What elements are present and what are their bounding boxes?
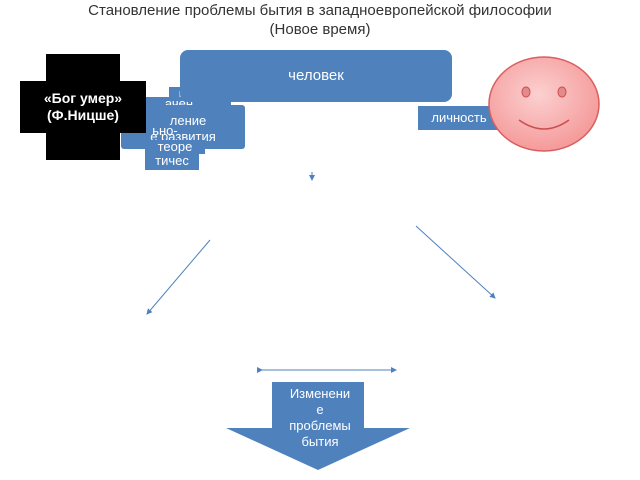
- change-line-4: бытия: [301, 434, 339, 449]
- change-line-3: проблемы: [289, 418, 351, 433]
- fragment-4: ление: [169, 114, 207, 128]
- smiley-face-icon: [486, 54, 602, 154]
- title-line-2: (Новое время): [269, 21, 371, 38]
- change-line-2: е: [316, 402, 324, 417]
- cross-horizontal: [20, 81, 146, 133]
- arrow-right-diagonal: [415, 225, 496, 299]
- god-is-dead-cross: «Бог умер» (Ф.Ницше): [20, 54, 146, 160]
- personality-box: личность: [418, 106, 500, 130]
- human-box: человек: [180, 50, 452, 102]
- cross-text: «Бог умер» (Ф.Ницше): [20, 90, 146, 124]
- change-arrow-shape: [226, 382, 410, 470]
- change-line-1: Изменени: [289, 386, 351, 401]
- cross-line-2: (Ф.Ницше): [47, 107, 119, 123]
- fragment-7: теоре: [145, 140, 205, 154]
- slide-title: Становление проблемы бытия в западноевро…: [0, 1, 640, 39]
- fragment-8: тичес: [145, 154, 199, 170]
- cross-line-1: «Бог умер»: [43, 90, 123, 106]
- title-line-1: Становление проблемы бытия в западноевро…: [88, 2, 552, 19]
- arrow-left-diagonal: [146, 239, 211, 315]
- change-arrow-label: Изменени е проблемы бытия: [266, 386, 374, 450]
- fragment-5: ьно-: [152, 124, 178, 138]
